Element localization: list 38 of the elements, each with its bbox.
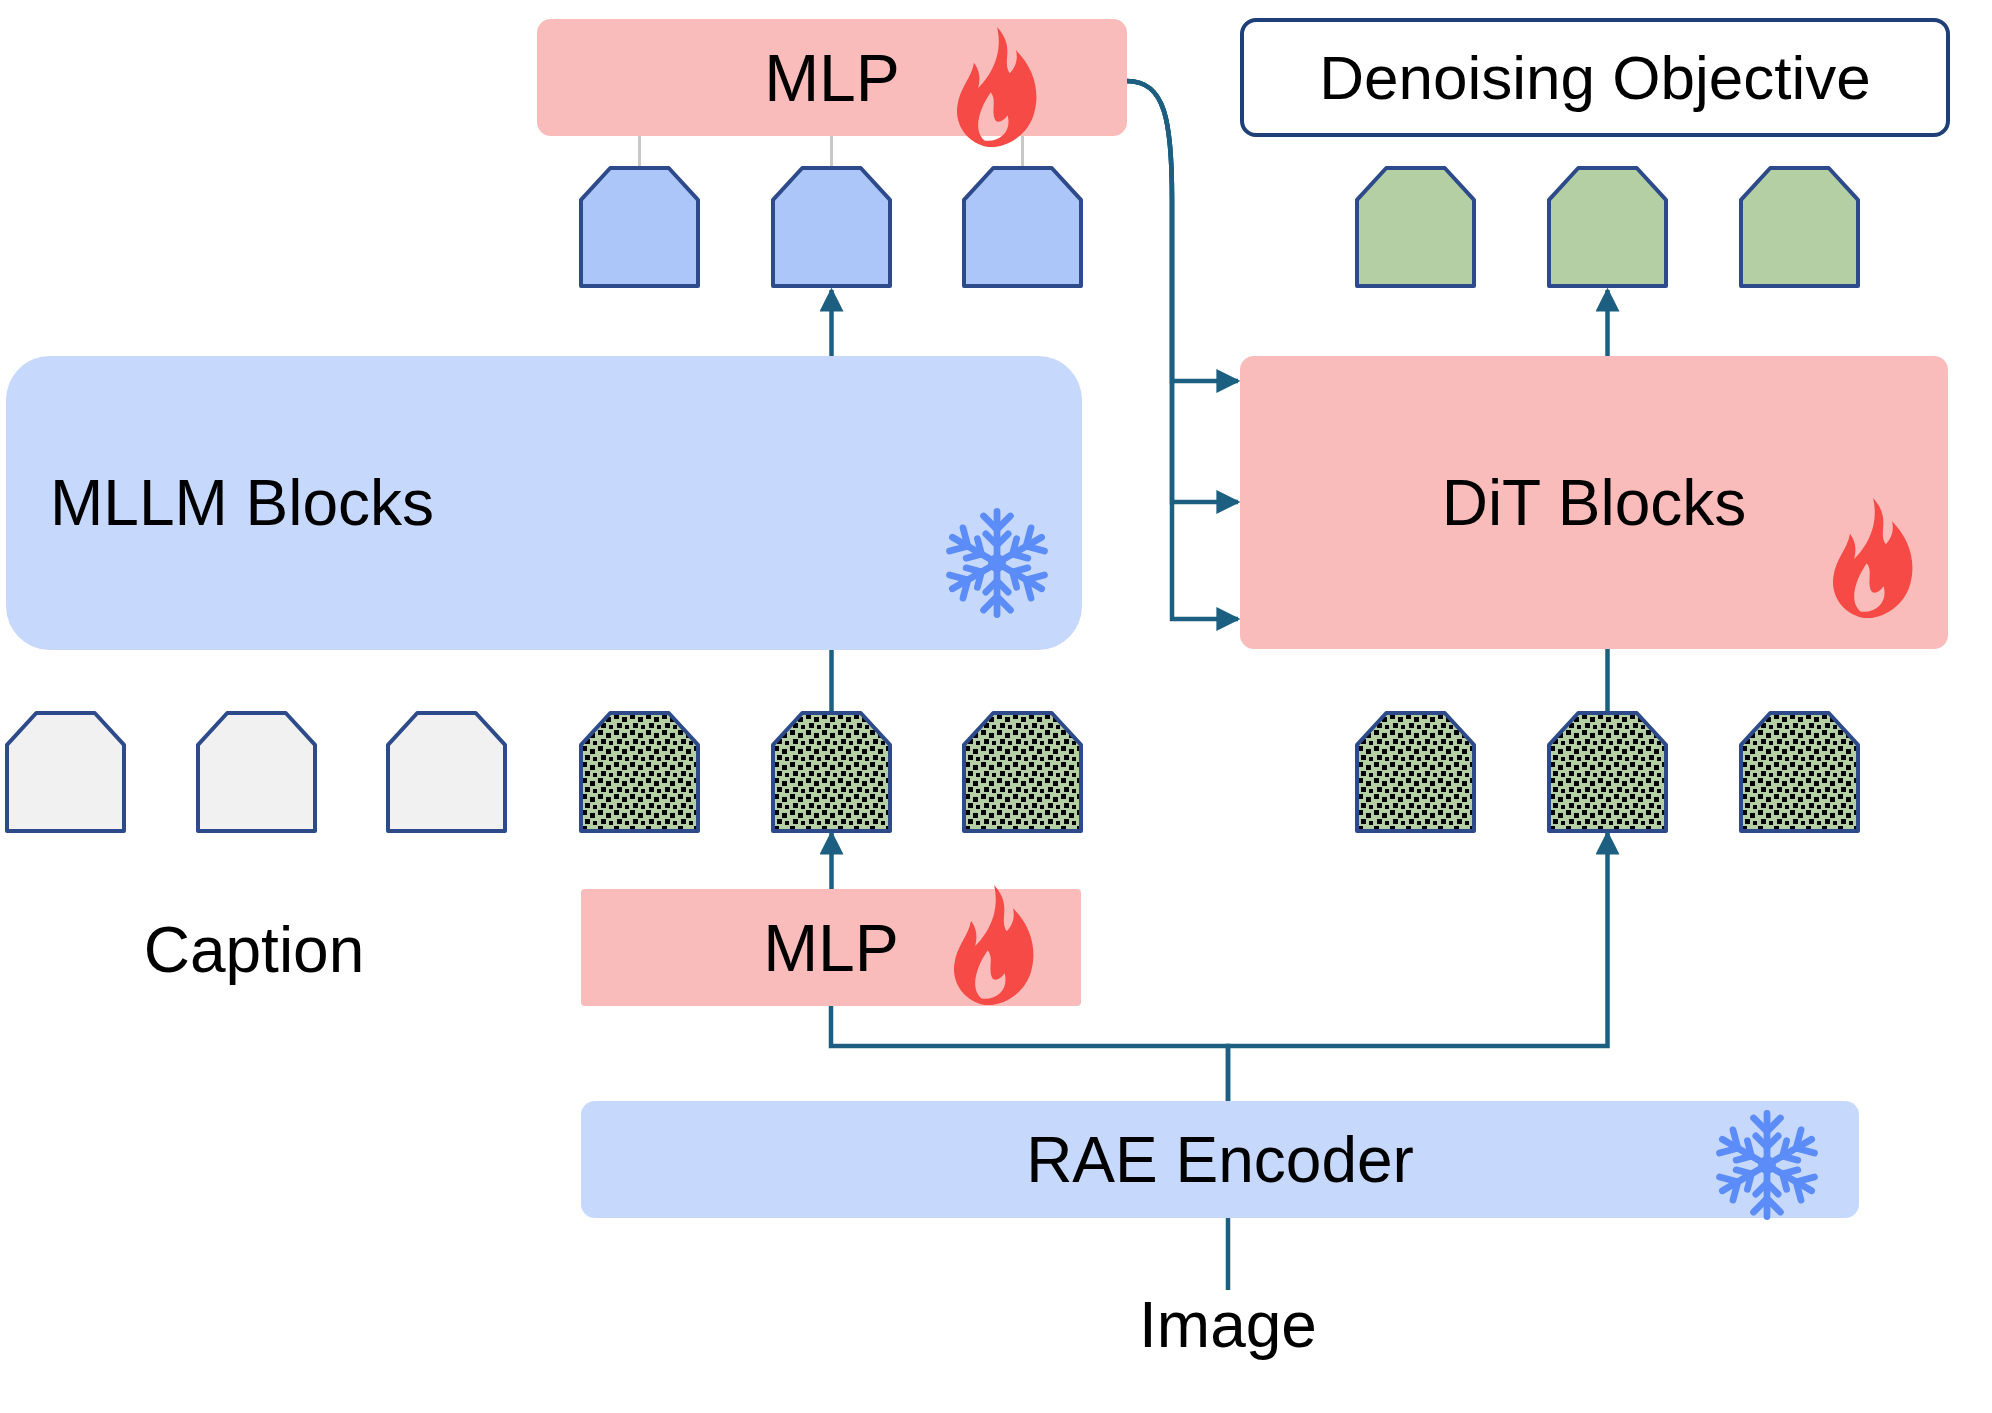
block-label: RAE Encoder: [1026, 1122, 1414, 1197]
caption-label: Caption: [143, 913, 365, 987]
token-shape: [1547, 166, 1668, 288]
token-shape: [1739, 711, 1860, 833]
block-label: Denoising Objective: [1319, 42, 1871, 113]
token-shape: [1355, 711, 1476, 833]
connector-line: [1021, 136, 1024, 166]
arrow: [819, 287, 844, 356]
token-shape: [5, 711, 126, 833]
connector-line: [1225, 1218, 1231, 1290]
block-label: MLP: [764, 39, 900, 116]
block-label: MLP: [763, 909, 899, 986]
token-shape: [771, 166, 892, 288]
token-shape: [196, 711, 317, 833]
token-shape: [771, 711, 892, 833]
block-label: DiT Blocks: [1441, 465, 1747, 540]
token-shape: [962, 166, 1083, 288]
token-shape: [386, 711, 507, 833]
connector-line: [1605, 649, 1610, 711]
token-shape: [1739, 166, 1860, 288]
block-box: [581, 1101, 1859, 1218]
block-label: MLLM Blocks: [50, 466, 435, 540]
arrow: [1225, 830, 1620, 1101]
input-label: Image: [1139, 1288, 1317, 1362]
token-shape: [1547, 711, 1668, 833]
arrow: [1126, 78, 1241, 631]
token-shape: [579, 711, 700, 833]
token-shape: [1355, 166, 1476, 288]
block-box: [1240, 18, 1950, 137]
connector-line: [830, 136, 833, 166]
arrow: [819, 830, 844, 889]
block-box: [1240, 356, 1948, 649]
connector-line: [829, 650, 834, 711]
token-shape: [579, 166, 700, 288]
block-box: [6, 356, 1082, 650]
token-shape: [962, 711, 1083, 833]
arrow: [1595, 287, 1620, 356]
connector-line: [638, 136, 641, 166]
